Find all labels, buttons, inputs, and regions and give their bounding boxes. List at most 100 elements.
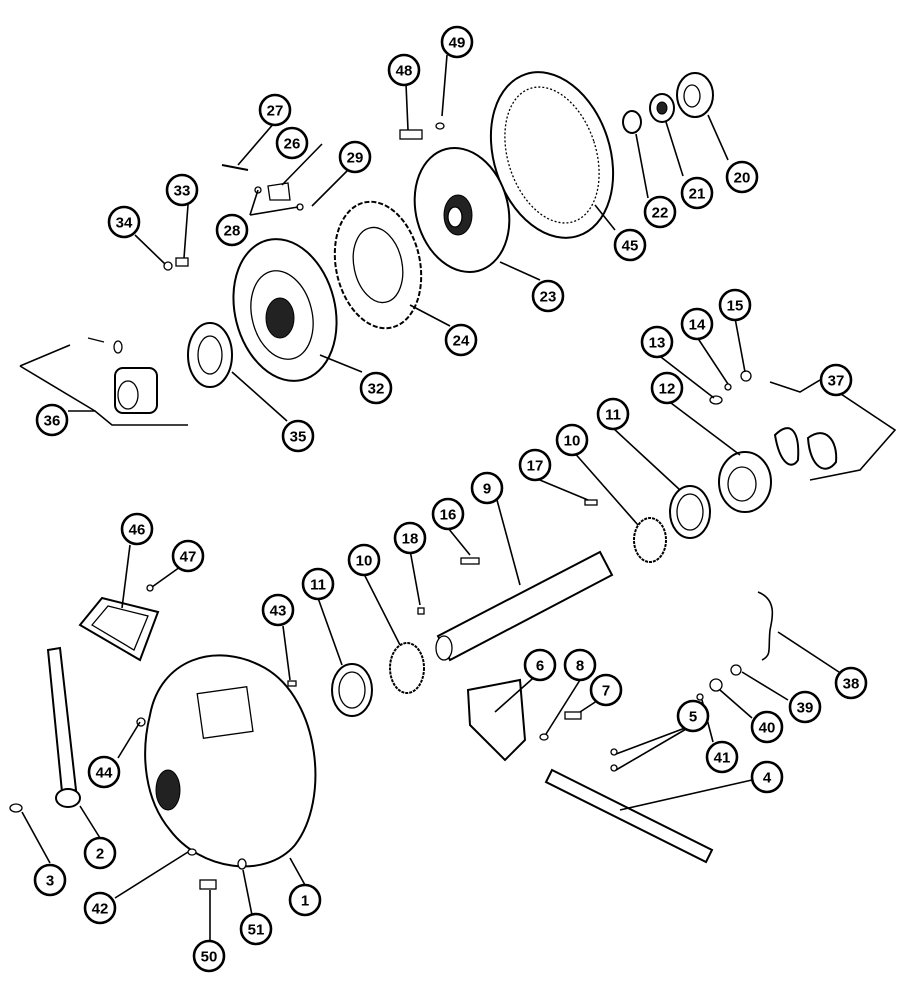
callout-number: 20 bbox=[734, 170, 751, 187]
callout-circle bbox=[239, 912, 273, 946]
callout-49: 49 bbox=[440, 25, 474, 59]
callout-number: 51 bbox=[248, 922, 265, 939]
callout-number: 18 bbox=[402, 531, 419, 548]
small-fasteners bbox=[9, 122, 752, 890]
callout-circle bbox=[444, 323, 478, 357]
callout-circle bbox=[788, 690, 822, 724]
callout-23: 23 bbox=[531, 279, 565, 313]
callout-18: 18 bbox=[393, 521, 427, 555]
callout-circle bbox=[613, 228, 647, 262]
callout-circle bbox=[705, 740, 739, 774]
callout-circle bbox=[165, 173, 199, 207]
callout-number: 16 bbox=[440, 507, 457, 524]
callout-circle bbox=[518, 448, 552, 482]
shaft-part bbox=[435, 550, 614, 662]
callout-number: 24 bbox=[453, 333, 470, 350]
callout-circle bbox=[261, 593, 295, 627]
callout-number: 22 bbox=[652, 205, 669, 222]
callout-number: 5 bbox=[689, 709, 697, 726]
callout-42: 42 bbox=[83, 891, 117, 925]
callout-circle bbox=[531, 279, 565, 313]
drive-plate-part bbox=[413, 146, 511, 274]
callout-14: 14 bbox=[680, 307, 714, 341]
callout-circle bbox=[83, 836, 117, 870]
callout-circle bbox=[288, 883, 322, 917]
bearing-housing-part bbox=[718, 451, 772, 513]
callout-circle bbox=[215, 213, 249, 247]
callout-9: 9 bbox=[470, 471, 504, 505]
lever-part bbox=[46, 646, 81, 808]
callout-number: 11 bbox=[310, 577, 326, 594]
callout-circle bbox=[301, 567, 335, 601]
callout-3: 3 bbox=[33, 863, 67, 897]
callout-number: 8 bbox=[576, 658, 584, 675]
callout-11: 11 bbox=[301, 567, 335, 601]
callout-36: 36 bbox=[35, 403, 69, 437]
callout-number: 3 bbox=[46, 873, 54, 890]
callout-circle bbox=[523, 648, 557, 682]
callout-13: 13 bbox=[640, 325, 674, 359]
callout-circle bbox=[359, 371, 393, 405]
main-housing-part bbox=[144, 654, 317, 868]
callout-circle bbox=[258, 93, 292, 127]
clutch-drum-part bbox=[232, 238, 338, 382]
callout-number: 12 bbox=[659, 381, 676, 398]
callout-10: 10 bbox=[555, 423, 589, 457]
callout-6: 6 bbox=[523, 648, 557, 682]
callout-17: 17 bbox=[518, 448, 552, 482]
callout-46: 46 bbox=[120, 512, 154, 546]
callout-number: 37 bbox=[828, 373, 845, 390]
callout-number: 29 bbox=[347, 150, 364, 167]
callout-number: 17 bbox=[527, 458, 544, 475]
callout-4: 4 bbox=[750, 760, 784, 794]
callout-34: 34 bbox=[107, 205, 141, 239]
callout-number: 13 bbox=[649, 335, 666, 352]
callout-15: 15 bbox=[718, 288, 752, 322]
callout-26: 26 bbox=[275, 126, 309, 160]
callout-12: 12 bbox=[650, 371, 684, 405]
callout-40: 40 bbox=[750, 710, 784, 744]
races-cones-parts bbox=[331, 485, 711, 717]
callout-number: 26 bbox=[284, 136, 301, 153]
seal-part bbox=[187, 322, 233, 388]
callout-28: 28 bbox=[215, 213, 249, 247]
callout-number: 45 bbox=[622, 238, 639, 255]
callout-circle bbox=[387, 53, 421, 87]
ring-gear-part bbox=[489, 71, 615, 239]
callout-number: 46 bbox=[129, 522, 146, 539]
callout-circle bbox=[555, 423, 589, 457]
callout-39: 39 bbox=[788, 690, 822, 724]
callout-number: 10 bbox=[356, 553, 373, 570]
callout-7: 7 bbox=[589, 673, 623, 707]
callout-number: 50 bbox=[201, 949, 218, 966]
callout-29: 29 bbox=[338, 140, 372, 174]
callout-number: 11 bbox=[605, 407, 621, 424]
callout-number: 48 bbox=[396, 63, 413, 80]
callout-27: 27 bbox=[258, 93, 292, 127]
callout-8: 8 bbox=[563, 648, 597, 682]
callout-number: 40 bbox=[759, 720, 776, 737]
callout-number: 14 bbox=[689, 317, 706, 334]
callout-circle bbox=[120, 512, 154, 546]
callout-35: 35 bbox=[281, 419, 315, 453]
callout-37: 37 bbox=[819, 363, 853, 397]
callout-24: 24 bbox=[444, 323, 478, 357]
callout-33: 33 bbox=[165, 173, 199, 207]
part-drawings bbox=[9, 71, 838, 890]
callout-number: 32 bbox=[368, 381, 385, 398]
callout-circle bbox=[107, 205, 141, 239]
callout-circle bbox=[718, 288, 752, 322]
callout-38: 38 bbox=[834, 666, 868, 700]
callout-number: 21 bbox=[689, 186, 706, 203]
hub-assembly-part bbox=[87, 337, 158, 414]
callout-number: 15 bbox=[727, 298, 744, 315]
callout-44: 44 bbox=[87, 755, 121, 789]
callout-number: 35 bbox=[290, 429, 307, 446]
callout-51: 51 bbox=[239, 912, 273, 946]
callout-circle bbox=[281, 419, 315, 453]
callout-number: 39 bbox=[797, 700, 814, 717]
callout-48: 48 bbox=[387, 53, 421, 87]
callout-10: 10 bbox=[347, 543, 381, 577]
callout-number: 28 bbox=[224, 223, 241, 240]
